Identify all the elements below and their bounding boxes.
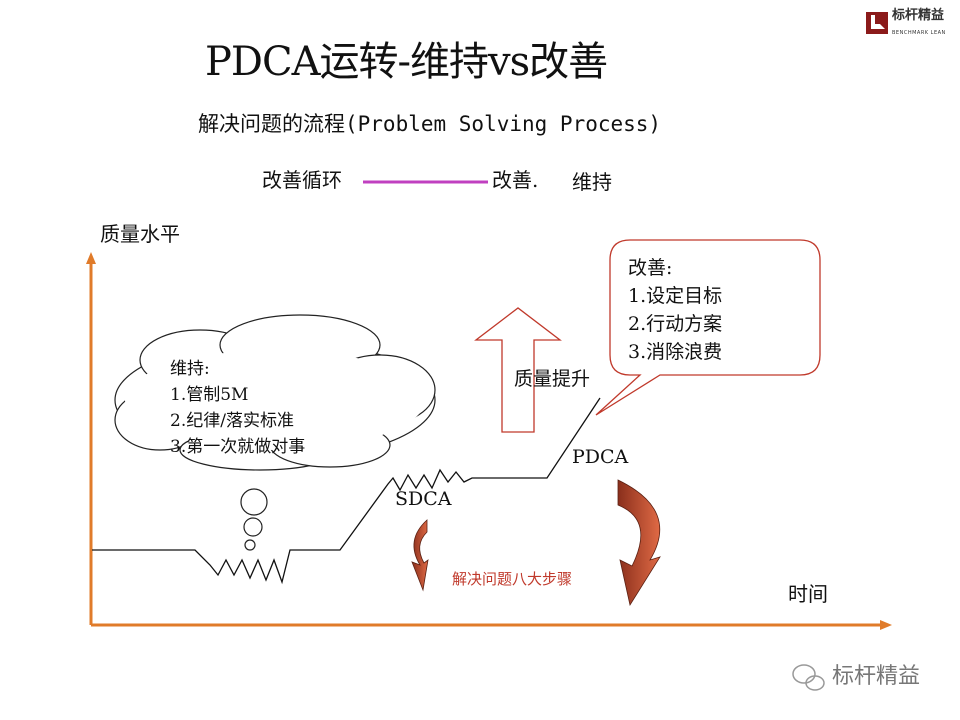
axes: [86, 252, 892, 630]
cloud-line: 3.第一次就做对事: [170, 437, 306, 457]
quality-up-label: 质量提升: [514, 368, 591, 390]
callout-line: 3.消除浪费: [628, 341, 723, 363]
quality-level-line: [92, 397, 601, 585]
brand-logo: 标杆精益 BENCHMARK LEAN: [866, 8, 956, 40]
watermark-text: 标杆精益: [832, 664, 921, 689]
logo-text-en: BENCHMARK LEAN: [892, 30, 946, 36]
callout-line: 2.行动方案: [628, 313, 723, 335]
cloud-line: 1.管制5M: [170, 385, 249, 405]
logo-mark-icon: [866, 12, 888, 34]
sdca-curved-arrow: [411, 519, 429, 592]
logo-text-cn: 标杆精益: [892, 8, 945, 23]
slide-subtitle: 解决问题的流程(Problem Solving Process): [198, 112, 662, 136]
callout-line: 1.设定目标: [628, 285, 723, 307]
cloud-line: 维持:: [170, 359, 210, 379]
x-axis-label: 时间: [788, 582, 828, 606]
quality-up-arrow: [474, 307, 562, 433]
slide-title: PDCA运转-维持vs改善: [205, 39, 608, 85]
callout-line: 改善:: [628, 257, 673, 279]
legend-right-label-2: 维持: [572, 170, 612, 194]
legend-left-label: 改善循环: [262, 168, 342, 192]
improvement-callout: [595, 239, 821, 416]
pdca-curved-arrow: [617, 479, 661, 607]
eight-steps-label: 解决问题八大步骤: [452, 570, 573, 588]
sdca-label: SDCA: [395, 488, 452, 510]
wechat-icon: [792, 664, 825, 691]
legend-right-label: 改善.: [492, 168, 539, 192]
pdca-label: PDCA: [572, 446, 629, 468]
maintenance-cloud: [114, 314, 436, 551]
cloud-line: 2.纪律/落实标准: [170, 411, 294, 431]
y-axis-label: 质量水平: [100, 222, 180, 246]
